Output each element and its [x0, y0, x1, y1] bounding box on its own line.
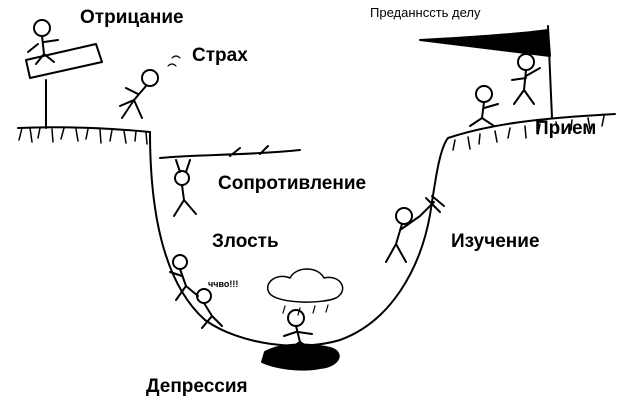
study-figure-head: [395, 207, 413, 225]
anger-figure-body: [169, 268, 199, 301]
right-cliff-grass: [452, 115, 605, 151]
signpost: [25, 43, 103, 129]
falling-figure-body: [201, 302, 223, 329]
fear-figure-head: [141, 69, 159, 87]
fear-motion-marks: [167, 55, 181, 67]
stage-denial-label: Отрицание: [80, 7, 184, 28]
anger-figure-head: [172, 254, 188, 270]
resistance-figure-body: [173, 159, 197, 217]
right-cliff-ground: [447, 113, 616, 139]
acceptance-figure-head: [475, 85, 493, 103]
stage-anger-label: Злость: [212, 231, 279, 252]
depression-figure-head: [287, 309, 305, 327]
left-cliff-grass: [18, 127, 148, 145]
depression-figure-body: [283, 325, 313, 351]
acceptance-figure-body: [469, 101, 499, 127]
stage-resistance-label: Сопротивление: [218, 173, 367, 194]
devotion-figure-body: [511, 67, 541, 105]
rain-cloud: [267, 268, 344, 303]
pickaxe: [425, 195, 445, 213]
study-figure-body: [385, 201, 435, 263]
stage-devotion-label: Преданнсcть делу: [370, 5, 481, 20]
denial-figure-head: [33, 19, 51, 37]
left-cliff-ground: [17, 126, 151, 133]
resistance-figure-head: [174, 170, 190, 186]
stage-study-label: Изучение: [451, 231, 540, 252]
stage-depression-label: Депрессия: [146, 376, 248, 397]
stage-acceptance-label: Прием: [535, 118, 597, 139]
flag: [419, 29, 551, 57]
falling-figure-head: [196, 288, 212, 304]
branch: [159, 145, 301, 159]
devotion-figure-head: [517, 53, 535, 71]
stage-fear-label: Страх: [192, 45, 248, 66]
fear-figure-body: [119, 85, 147, 119]
depression-pool: [261, 343, 340, 371]
denial-figure-body: [27, 35, 59, 65]
pit-outline: [149, 131, 449, 347]
exclamation-label: ччво!!!: [208, 279, 239, 289]
